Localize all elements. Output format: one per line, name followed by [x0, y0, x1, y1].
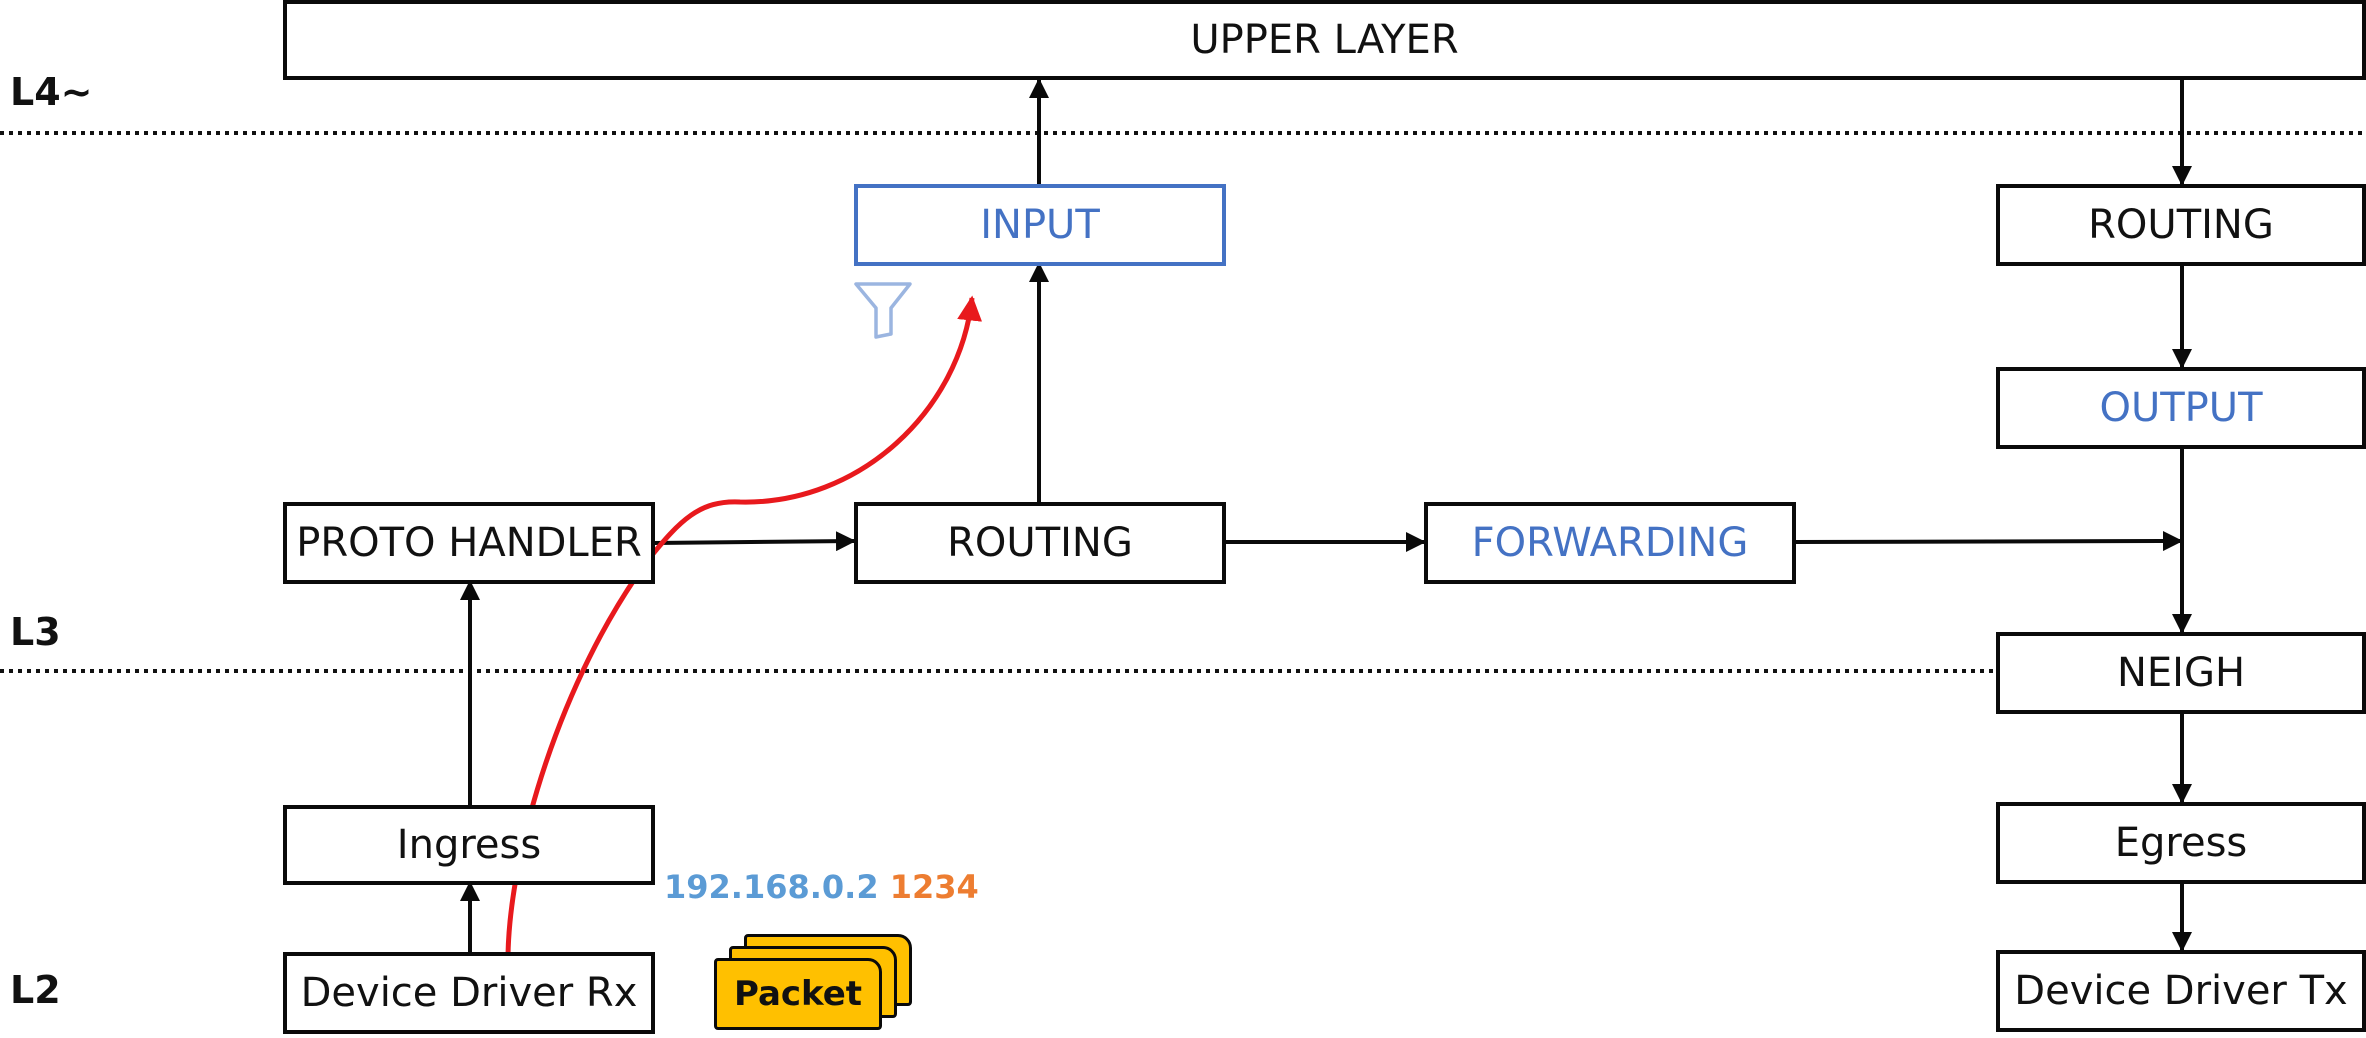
packet-card-front: Packet: [714, 958, 882, 1030]
packet-stack-icon: Packet: [712, 934, 912, 1038]
neigh-box: NEIGH: [1996, 632, 2366, 714]
device-driver-tx-box: Device Driver Tx: [1996, 950, 2366, 1032]
upper-layer-box: UPPER LAYER: [283, 0, 2366, 80]
proto-handler-box: PROTO HANDLER: [283, 502, 655, 584]
filter-funnel-icon: [854, 282, 912, 339]
output-hook-box: OUTPUT: [1996, 367, 2366, 449]
arrow-proto-to-routing: [653, 531, 856, 552]
input-hook-box: INPUT: [854, 184, 1226, 266]
ingress-box: Ingress: [283, 805, 655, 885]
routing-right-box: ROUTING: [1996, 184, 2366, 266]
layer-label-l3: L3: [10, 610, 61, 654]
packet-path-curve: [505, 295, 983, 956]
packet-address-label: 192.168.0.2 1234: [664, 868, 979, 906]
routing-center-box: ROUTING: [854, 502, 1226, 584]
layer-label-l4: L4~: [10, 70, 93, 114]
device-driver-rx-box: Device Driver Rx: [283, 952, 655, 1034]
egress-box: Egress: [1996, 802, 2366, 884]
packet-port: 1234: [889, 868, 979, 906]
layer-label-l2: L2: [10, 968, 61, 1012]
forwarding-hook-box: FORWARDING: [1424, 502, 1796, 584]
arrow-forwarding-to-output-path: [1793, 531, 2183, 552]
packet-label: Packet: [733, 974, 863, 1014]
packet-ip-address: 192.168.0.2: [664, 868, 879, 906]
